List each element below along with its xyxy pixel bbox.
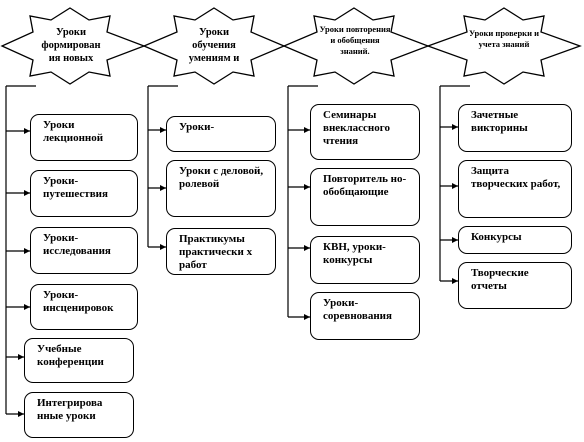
box-business-role-lessons: Уроки с деловой, ролевой <box>166 160 276 217</box>
box-lecture-lessons: Уроки лекционной <box>30 114 138 161</box>
arrowheads-column-2 <box>160 127 166 250</box>
box-travel-lessons: Уроки- путешествия <box>30 170 138 217</box>
box-creative-defense: Защита творческих работ, <box>458 160 572 218</box>
box-creative-reports: Творческие отчеты <box>458 262 572 309</box>
arrowheads-column-1 <box>18 128 30 417</box>
column-3-header: Уроки повторения и обобщения знаний. <box>319 24 391 56</box>
star-shape-3 <box>282 7 430 85</box>
arrowheads-column-4 <box>452 124 458 284</box>
box-competition-lessons: Уроки- соревнования <box>310 292 420 340</box>
star-shape-2 <box>142 7 286 85</box>
box-repetition-generalization: Повторитель но- обобщающие <box>310 168 420 226</box>
star-shape-4 <box>426 7 582 85</box>
column-2-header: Уроки обучения умениям и <box>188 27 240 64</box>
box-test-quizzes: Зачетные викторины <box>458 104 572 152</box>
column-4-header: Уроки проверки и учета знаний <box>468 28 539 49</box>
box-kvn-contest: КВН, уроки- конкурсы <box>310 236 420 284</box>
box-study-conferences: Учебные конференции <box>24 338 134 383</box>
box-research-lessons: Уроки- исследования <box>30 227 138 274</box>
column-1-header: Уроки формирован ия новых <box>41 27 101 64</box>
box-staging-lessons: Уроки- инсценировок <box>30 284 138 330</box>
box-practical-work: Практикумы практически х работ <box>166 228 276 275</box>
box-reading-seminars: Семинары внеклассного чтения <box>310 104 420 160</box>
box-lessons: Уроки- <box>166 116 276 152</box>
arrowheads-column-3 <box>304 127 310 320</box>
box-contests: Конкурсы <box>458 226 572 254</box>
star-shape-1 <box>0 7 146 85</box>
box-integrated-lessons: Интегрирова нные уроки <box>24 392 134 438</box>
